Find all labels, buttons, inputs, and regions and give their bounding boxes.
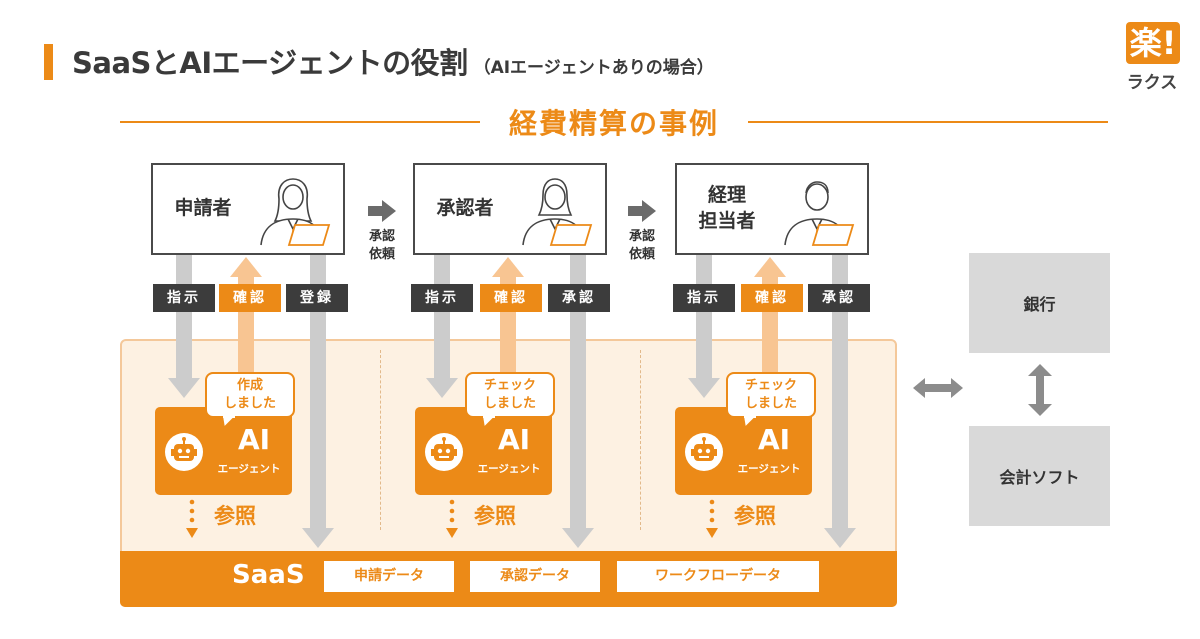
accounting-software-box: 会計ソフト — [969, 426, 1110, 526]
role-box-applicant: 申請者 — [151, 163, 345, 255]
tag-approve: 承認 — [808, 284, 870, 312]
saas-label: SaaS — [232, 560, 305, 590]
section-title: 経費精算の事例 — [508, 107, 719, 140]
data-chip-workflow: ワークフローデータ — [617, 561, 819, 592]
reference-dotted-arrow — [706, 499, 718, 538]
instruction-down-bar — [176, 255, 192, 382]
tag-confirm: 確認 — [741, 284, 803, 312]
ai-label: AI — [757, 423, 791, 456]
approve-down-bar — [570, 255, 586, 530]
role-label: 申請者 — [153, 165, 253, 253]
ai-label: AI — [237, 423, 271, 456]
reference-dotted-arrow — [186, 499, 198, 538]
page-subtitle: （AIエージェントありの場合） — [473, 58, 714, 78]
agent-label: エージェント — [477, 463, 541, 475]
role-box-approver: 承認者 — [413, 163, 607, 255]
instruction-down-arrowhead — [688, 378, 720, 398]
page-title: SaaSとAIエージェントの役割（AIエージェントありの場合） — [72, 40, 714, 82]
tag-approve: 承認 — [548, 284, 610, 312]
vertical-bidirectional-arrow-icon — [1028, 364, 1052, 416]
approval-request-arrow: 承認 依頼 — [362, 200, 402, 263]
bubble-tail — [482, 416, 496, 428]
bidirectional-arrow-icon — [913, 378, 963, 398]
section-line-right — [748, 121, 1108, 123]
agent-label: エージェント — [217, 463, 281, 475]
approve-down-bar — [832, 255, 848, 530]
bubble-tail — [743, 416, 757, 428]
approval-request-label: 承認 依頼 — [628, 229, 655, 262]
robot-icon — [425, 433, 463, 471]
tag-confirm: 確認 — [219, 284, 281, 312]
speech-bubble: 作成 しました — [205, 372, 295, 418]
confirm-up-arrowhead — [492, 257, 524, 277]
column-divider — [380, 350, 381, 530]
instruction-down-bar — [696, 255, 712, 382]
role-label-text: 経理 担当者 — [698, 184, 756, 232]
rakus-logo: 楽! ラクス — [1122, 22, 1182, 93]
reference-label: 参照 — [474, 504, 516, 528]
role-label: 経理 担当者 — [677, 165, 777, 253]
man-laptop-icon — [784, 181, 855, 246]
approval-request-label: 承認 依頼 — [368, 229, 395, 262]
role-label-text: 承認者 — [436, 197, 494, 220]
ai-label: AI — [497, 423, 531, 456]
woman-laptop-icon — [522, 178, 593, 246]
logo-text: ラクス — [1126, 73, 1178, 93]
logo-mark: 楽! — [1126, 22, 1180, 64]
reference-dotted-arrow — [446, 499, 458, 538]
page-title-text: SaaSとAIエージェントの役割 — [72, 46, 468, 80]
speech-bubble: チェック しました — [726, 372, 816, 418]
bubble-tail — [222, 416, 236, 428]
reference-label: 参照 — [214, 504, 256, 528]
role-label: 承認者 — [415, 165, 515, 253]
instruction-down-arrowhead — [426, 378, 458, 398]
accounting-label: 会計ソフト — [999, 468, 1080, 487]
confirm-up-arrowhead — [230, 257, 262, 277]
register-down-arrowhead — [302, 528, 334, 548]
role-label-text: 申請者 — [174, 197, 232, 220]
right-arrow-icon — [368, 200, 396, 222]
instruction-down-arrowhead — [168, 378, 200, 398]
tag-register: 登録 — [286, 284, 348, 312]
tag-confirm: 確認 — [480, 284, 542, 312]
data-chip-approval: 承認データ — [470, 561, 600, 592]
robot-icon — [685, 433, 723, 471]
speech-bubble: チェック しました — [465, 372, 555, 418]
column-divider — [640, 350, 641, 530]
role-box-accountant: 経理 担当者 — [675, 163, 869, 255]
approve-down-arrowhead — [824, 528, 856, 548]
agent-label: エージェント — [737, 463, 801, 475]
register-down-bar — [310, 255, 326, 530]
bank-label: 銀行 — [1023, 295, 1056, 314]
approval-request-arrow: 承認 依頼 — [622, 200, 662, 263]
tag-instruct: 指示 — [673, 284, 735, 312]
data-chip-application: 申請データ — [324, 561, 454, 592]
tag-instruct: 指示 — [153, 284, 215, 312]
tag-instruct: 指示 — [411, 284, 473, 312]
robot-icon — [165, 433, 203, 471]
right-arrow-icon — [628, 200, 656, 222]
bank-box: 銀行 — [969, 253, 1110, 353]
title-accent-bar — [44, 44, 53, 80]
confirm-up-arrowhead — [754, 257, 786, 277]
woman-laptop-icon — [260, 178, 331, 246]
reference-label: 参照 — [734, 504, 776, 528]
approve-down-arrowhead — [562, 528, 594, 548]
instruction-down-bar — [434, 255, 450, 382]
section-line-left — [120, 121, 480, 123]
